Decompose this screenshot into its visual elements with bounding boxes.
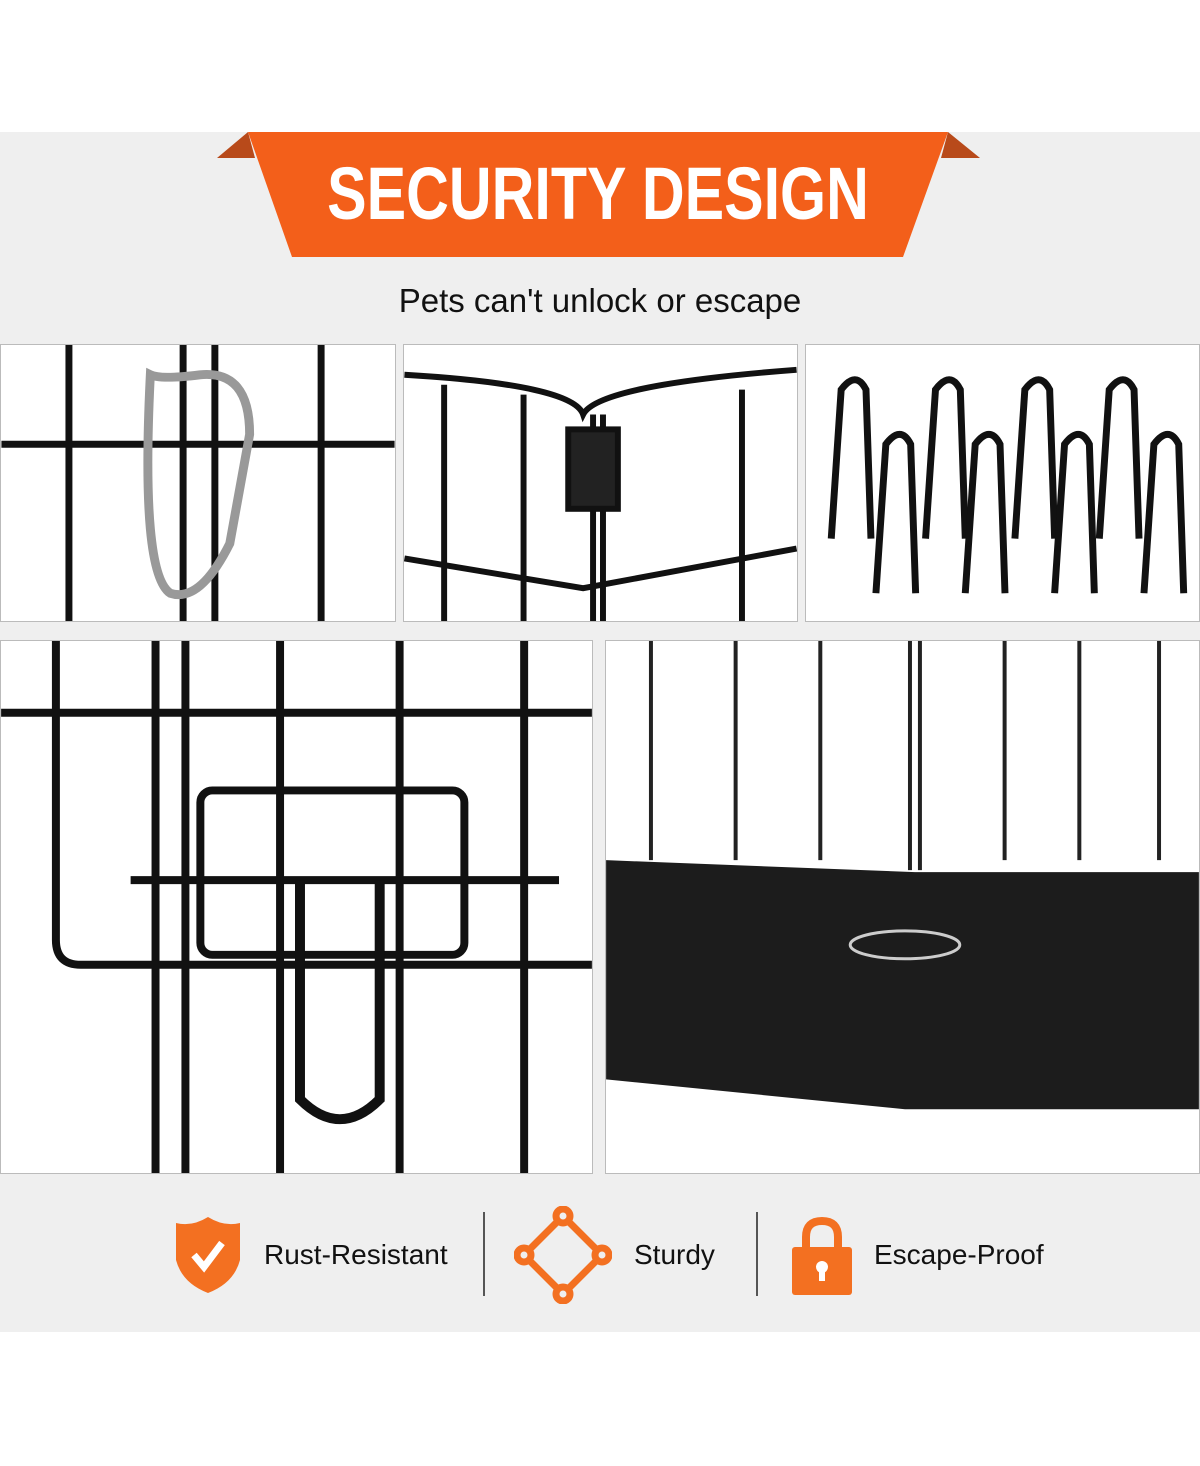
shield-check-icon [176, 1217, 240, 1293]
feature-label: Escape-Proof [874, 1239, 1044, 1270]
feature-rust-resistant: Rust-Resistant [174, 1200, 448, 1310]
divider [756, 1212, 758, 1296]
photo-door-latch [0, 640, 593, 1174]
diamond-nodes-icon [514, 1206, 612, 1304]
title-banner [217, 132, 980, 257]
photo-panel-hinge [403, 344, 798, 622]
page-subtitle: Pets can't unlock or escape [398, 282, 802, 319]
photo-bottom-cloth-cover [605, 640, 1200, 1174]
photo-carabiner-clip [0, 344, 396, 622]
feature-label: Sturdy [634, 1239, 715, 1270]
feature-escape-proof: Escape-Proof [792, 1200, 1044, 1310]
feature-label: Rust-Resistant [264, 1239, 448, 1270]
divider [483, 1212, 485, 1296]
padlock-icon [792, 1216, 852, 1295]
photo-ground-stakes [805, 344, 1200, 622]
page-title: SECURITY DESIGN [327, 152, 869, 235]
feature-sturdy: Sturdy [514, 1200, 715, 1310]
